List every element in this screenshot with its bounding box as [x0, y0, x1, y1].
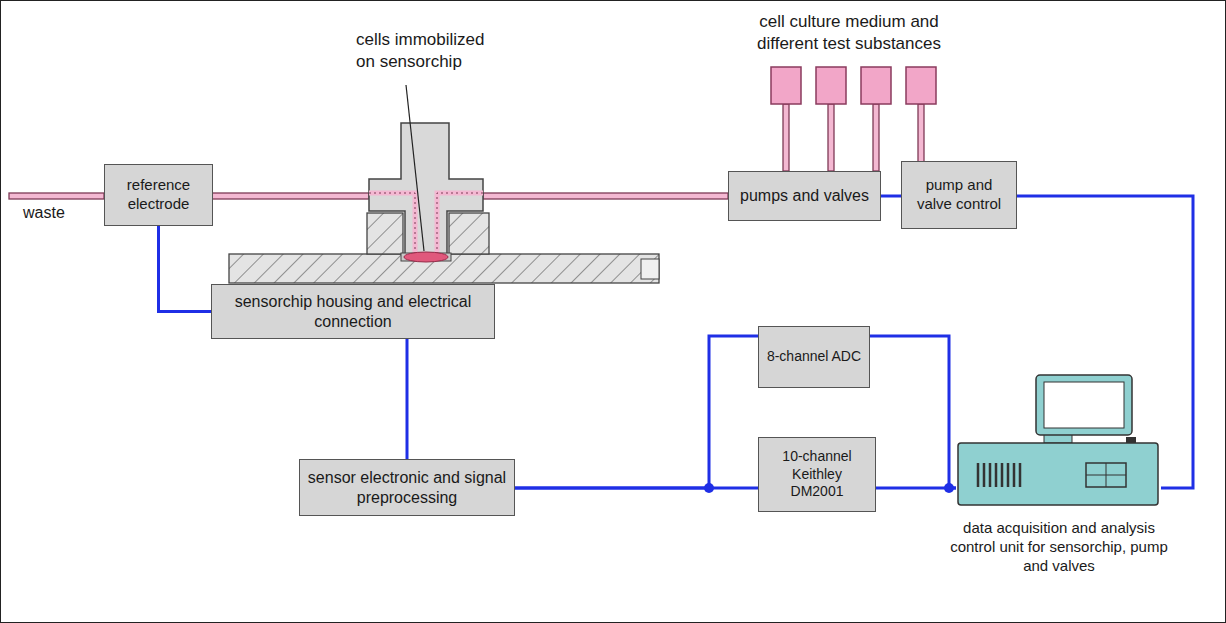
reservoir	[816, 67, 846, 104]
drive-slot	[1106, 463, 1107, 487]
adc-box: 8-channel ADC	[758, 326, 870, 388]
reservoir	[771, 67, 801, 104]
vent-slot	[1013, 463, 1016, 487]
leader-line	[406, 85, 424, 251]
screen	[1044, 382, 1124, 428]
computer-case	[958, 443, 1158, 505]
multimeter-box: 10-channel Keithley DM2001	[758, 437, 876, 512]
supply-tube	[828, 104, 834, 171]
signal-wire	[406, 339, 409, 459]
supply-tube	[873, 104, 879, 171]
signal-wire	[515, 336, 758, 488]
box-label: sensorchip housing and electrical connec…	[212, 288, 494, 336]
supply-tube	[783, 104, 789, 171]
supply-label: cell culture medium and different test s…	[744, 11, 954, 55]
vent-slot	[1019, 463, 1022, 487]
vent-slot	[989, 463, 992, 487]
tube-segment	[209, 193, 369, 199]
flow-channel	[369, 193, 483, 253]
vent-slot	[995, 463, 998, 487]
box-label: pumps and valves	[734, 182, 875, 210]
vent-slot	[1001, 463, 1004, 487]
signal-wire	[159, 226, 212, 312]
housing-box: sensorchip housing and electrical connec…	[211, 284, 495, 339]
computer-icon	[956, 373, 1161, 507]
plate-end	[641, 259, 659, 279]
signal-wire	[881, 195, 901, 198]
signal-wire	[515, 487, 758, 490]
holder-block	[449, 213, 489, 254]
electrode-box: reference electrode	[104, 164, 213, 226]
pump-box: pumps and valves	[728, 171, 881, 221]
monitor	[1036, 375, 1132, 435]
drive-bay	[1086, 463, 1126, 487]
callout-label: cells immobilized on sensorchip	[356, 29, 506, 73]
box-label: 10-channel Keithley DM2001	[759, 444, 875, 505]
power-button	[1126, 437, 1136, 443]
electronics-box: sensor electronic and signal preprocessi…	[299, 459, 515, 516]
vent-slot	[983, 463, 986, 487]
reservoir	[906, 67, 936, 104]
computer: data acquisition and analysis control un…	[956, 373, 1161, 507]
box-label: pump and valve control	[902, 172, 1016, 218]
tube-segment	[483, 193, 728, 199]
box-label: reference electrode	[105, 172, 212, 218]
flow-channel-edge	[369, 193, 483, 253]
waste-tube	[9, 193, 104, 199]
signal-wire	[870, 336, 956, 488]
reservoir	[861, 67, 891, 104]
control-box: pump and valve control	[901, 161, 1017, 229]
vent-slot	[1007, 463, 1010, 487]
holder-block	[367, 213, 403, 254]
flow-cell	[369, 123, 483, 257]
caption-text: data acquisition and analysis control un…	[944, 519, 1174, 575]
box-label: sensor electronic and signal preprocessi…	[300, 464, 514, 512]
vent-slot	[977, 463, 980, 487]
outlet-label: waste	[23, 203, 93, 224]
sensorchip	[401, 253, 451, 261]
box-label: 8-channel ADC	[761, 344, 867, 370]
cell-layer	[404, 252, 448, 262]
signal-wire	[876, 487, 956, 490]
